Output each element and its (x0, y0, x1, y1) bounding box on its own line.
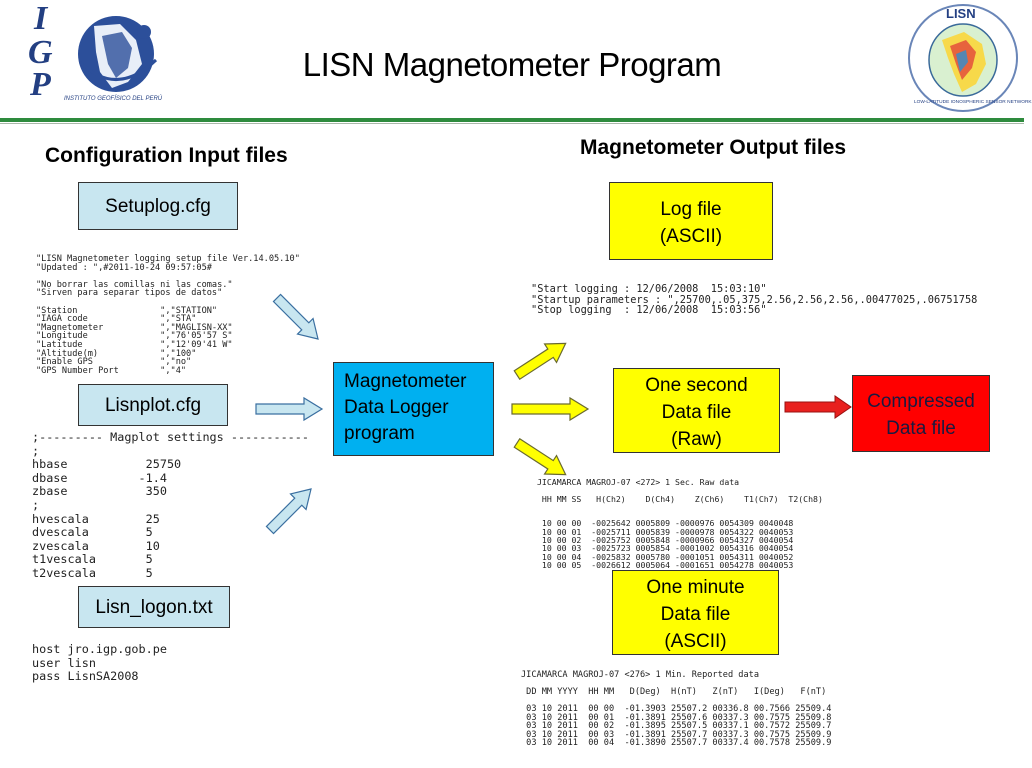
compressed-line-1: Compressed (867, 391, 975, 412)
lisn-logo: LISN LOW-LATITUDE IONOSPHERIC SENSOR NET… (906, 2, 1032, 114)
arrow-one-second-to-compressed (784, 395, 852, 419)
igp-globe-icon (24, 2, 172, 106)
igp-letter-i: I (34, 0, 48, 37)
log-file-line-2: (ASCII) (659, 226, 723, 247)
lisnplot-box: Lisnplot.cfg (78, 384, 228, 426)
log-file-snippet: "Start logging : 12/06/2008 15:03:10" "S… (531, 283, 978, 316)
lisnplot-snippet: ;--------- Magplot settings ----------- … (32, 430, 309, 580)
one-minute-line-2: Data file (660, 604, 731, 625)
log-file-box: Log file (ASCII) (609, 182, 773, 260)
lisn-logon-label: Lisn_logon.txt (95, 596, 213, 618)
lisn-logo-ring-text: LOW-LATITUDE IONOSPHERIC SENSOR NETWORK (914, 100, 1032, 105)
lisn-logo-text: LISN (946, 6, 976, 21)
page-title: LISN Magnetometer Program (302, 46, 722, 83)
arrow-logger-to-log-file (513, 342, 567, 381)
lisn-globe-icon (908, 4, 1018, 112)
input-files-heading: Configuration Input files (45, 144, 288, 167)
setuplog-box: Setuplog.cfg (78, 182, 238, 230)
header-divider-thin (0, 123, 1024, 124)
header-divider (0, 118, 1024, 122)
arrow-logger-to-one-second (511, 396, 590, 422)
one-minute-line-3: (ASCII) (664, 631, 727, 652)
lisnplot-label: Lisnplot.cfg (104, 394, 202, 416)
igp-caption: INSTITUTO GEOFÍSICO DEL PERÚ (64, 96, 163, 102)
igp-letter-p: P (30, 66, 51, 103)
arrow-lisnplot-to-logger (255, 396, 324, 422)
setuplog-snippet: "LISN Magnetometer logging setup file Ve… (36, 254, 300, 376)
lisn-logon-snippet: host jro.igp.gob.pe user lisn pass LisnS… (32, 642, 167, 684)
one-minute-snippet: JICAMARCA MAGROJ-07 <276> 1 Min. Reporte… (521, 670, 832, 748)
logger-line-1: Magnetometer (344, 371, 467, 392)
logger-line-2: Data Logger (344, 397, 449, 418)
output-files-heading: Magnetometer Output files (580, 136, 847, 159)
logger-line-3: program (344, 423, 415, 444)
arrow-logon-to-logger (265, 488, 312, 535)
one-second-line-1: One second (645, 375, 748, 396)
one-second-line-2: Data file (661, 402, 732, 423)
lisn-logon-box: Lisn_logon.txt (78, 586, 230, 628)
data-logger-box: Magnetometer Data Logger program (333, 362, 494, 456)
arrow-setuplog-to-logger (272, 293, 319, 340)
compressed-line-2: Data file (886, 418, 956, 439)
one-second-snippet: JICAMARCA MAGROJ-07 <272> 1 Sec. Raw dat… (537, 477, 823, 570)
one-minute-box: One minute Data file (ASCII) (612, 570, 779, 655)
one-second-line-3: (Raw) (671, 429, 722, 450)
setuplog-label: Setuplog.cfg (105, 195, 211, 217)
one-minute-line-1: One minute (646, 577, 745, 598)
one-second-box: One second Data file (Raw) (613, 368, 780, 453)
compressed-box: Compressed Data file (852, 375, 990, 452)
arrow-logger-to-one-minute (513, 437, 567, 476)
igp-logo: I G P INSTITUTO GEOFÍSICO DEL PERÚ (24, 2, 172, 106)
log-file-line-1: Log file (660, 199, 722, 220)
igp-letter-g: G (28, 34, 53, 71)
